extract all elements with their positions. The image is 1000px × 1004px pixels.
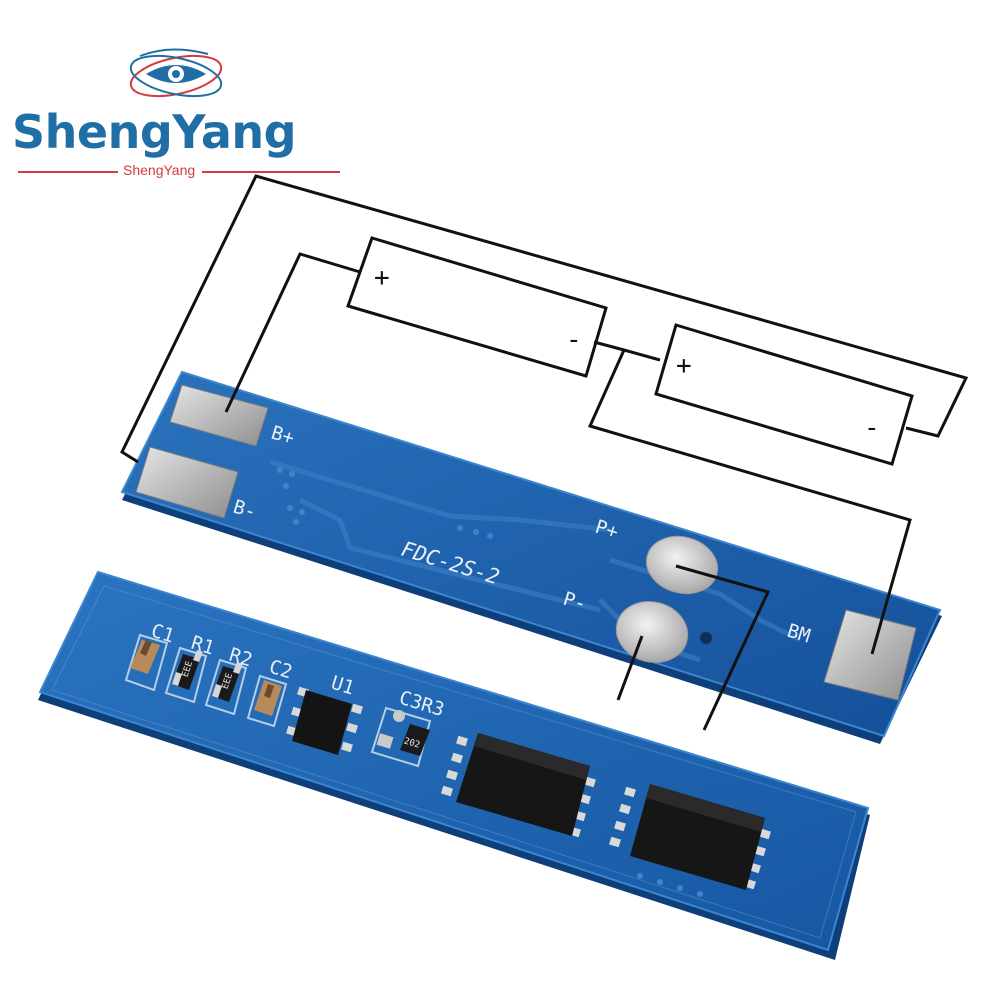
pad-p-plus <box>645 535 719 595</box>
wiring-diagram <box>120 174 969 731</box>
resistor-r2: EEE <box>212 662 243 702</box>
r2-code: EEE <box>221 672 236 691</box>
brand-name: ShengYang <box>12 105 297 159</box>
pad-p-minus <box>615 601 689 663</box>
battery-2 <box>654 323 914 466</box>
r1-code: EEE <box>181 660 196 679</box>
mosfet-chip-2 <box>609 784 771 890</box>
battery-2-plus: + <box>676 351 692 381</box>
pad-b-plus <box>169 384 269 447</box>
chip-u1 <box>286 686 363 755</box>
bottom-pcb: EEE EEE <box>38 570 870 960</box>
brand-logo: ShengYang ShengYang <box>0 0 360 190</box>
r3-code: 202 <box>403 736 421 750</box>
mosfet-chip-1 <box>441 733 596 838</box>
battery-1-plus: + <box>374 263 390 293</box>
resistor-r3: 202 <box>400 724 430 756</box>
brand-divider-left <box>18 171 118 173</box>
resistor-r1: EEE <box>172 650 203 690</box>
capacitor-c3 <box>376 710 405 749</box>
pad-b-minus <box>135 446 239 519</box>
top-pcb: B+ B- FDC-2S-2 P+ P- BM <box>120 370 942 744</box>
eye-logo <box>129 48 223 98</box>
capacitor-c2 <box>254 680 282 716</box>
brand-divider-right <box>202 171 340 173</box>
brand-subname: ShengYang <box>123 162 196 178</box>
battery-1 <box>346 236 608 378</box>
capacitor-c1 <box>130 640 160 674</box>
battery-2-minus: - <box>864 413 880 443</box>
pad-bm <box>823 609 917 701</box>
battery-1-minus: - <box>566 325 582 355</box>
